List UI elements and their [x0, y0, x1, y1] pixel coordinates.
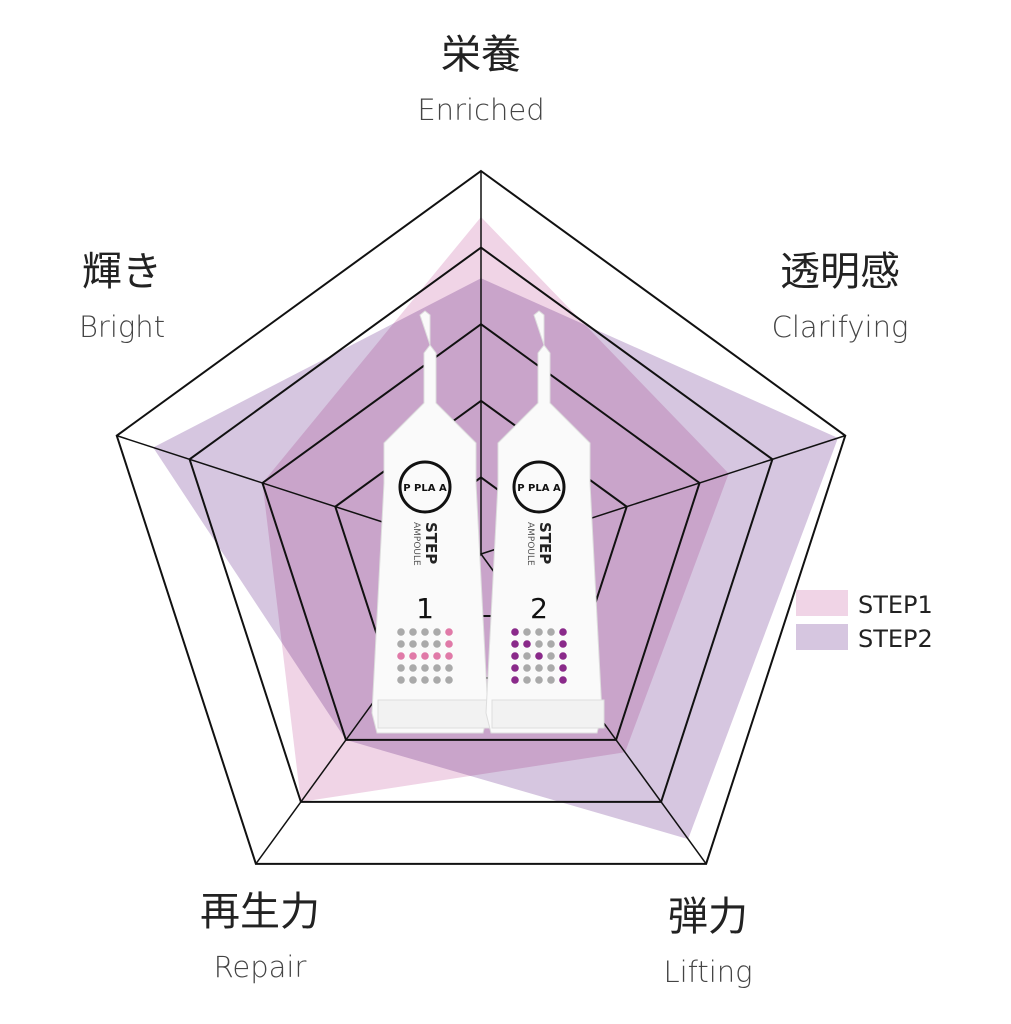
axis-label-en: Bright — [79, 310, 165, 344]
tube-number: 2 — [530, 592, 548, 625]
tube-dot — [445, 640, 453, 648]
tube-dot — [421, 676, 429, 684]
tube-dot — [547, 628, 555, 636]
tube-dot — [511, 628, 519, 636]
tube-dot — [445, 652, 453, 660]
tube-dot — [523, 652, 531, 660]
tube-dot — [421, 664, 429, 672]
axis-label-jp: 輝き — [82, 249, 162, 295]
brand-logo — [398, 460, 452, 514]
tube-dot — [511, 640, 519, 648]
axis-label-jp: 透明感 — [780, 249, 900, 295]
brand-logo — [512, 460, 566, 514]
tube-dot — [523, 628, 531, 636]
tube-dot — [397, 676, 405, 684]
tube-dot — [535, 628, 543, 636]
tube-dot — [547, 676, 555, 684]
brand-text: P PLA A — [403, 483, 447, 494]
tube-dot — [547, 664, 555, 672]
tube-dot — [421, 628, 429, 636]
tube-dot — [511, 652, 519, 660]
tube-dot — [397, 664, 405, 672]
tube-dot — [409, 676, 417, 684]
tube-dot — [511, 676, 519, 684]
tube-dot — [535, 640, 543, 648]
tube-dot — [523, 676, 531, 684]
axis-label-jp: 再生力 — [200, 889, 320, 935]
tube-dot — [511, 664, 519, 672]
tube-dot — [535, 652, 543, 660]
tube-dot — [397, 640, 405, 648]
axis-label-en: Clarifying — [772, 310, 909, 344]
tube-dot — [421, 640, 429, 648]
tube-ampoule-text: AMPOULE — [525, 522, 535, 566]
tube-dot — [433, 664, 441, 672]
axis-label-en: Enriched — [417, 93, 544, 127]
tube-step-text: STEP — [422, 522, 440, 564]
tube-dot — [409, 664, 417, 672]
tube-step-text: STEP — [536, 522, 554, 564]
legend-swatch — [796, 624, 848, 650]
grid-level-3 — [261, 322, 701, 741]
tube-dot — [559, 652, 567, 660]
tube-dot — [421, 652, 429, 660]
tube-dot — [409, 652, 417, 660]
axis-label-en: Lifting — [663, 955, 752, 989]
tube-dot — [547, 640, 555, 648]
tube-dot — [397, 652, 405, 660]
tube-dot — [409, 640, 417, 648]
tube-dot — [397, 628, 405, 636]
legend-swatch — [796, 590, 848, 616]
tube-dot — [445, 628, 453, 636]
legend-label: STEP1 — [858, 591, 933, 619]
tube-ampoule-text: AMPOULE — [411, 522, 421, 566]
tube-dot — [523, 640, 531, 648]
axis-label-en: Repair — [214, 950, 307, 984]
tube-dot — [433, 676, 441, 684]
legend-label: STEP2 — [858, 625, 933, 653]
tube-dot — [445, 664, 453, 672]
tube-dot — [559, 676, 567, 684]
tube-dot — [433, 628, 441, 636]
tube-dot — [433, 652, 441, 660]
tube-dot — [433, 640, 441, 648]
tube-dot — [409, 628, 417, 636]
axis-label-jp: 栄養 — [441, 32, 521, 78]
grid-level-5 — [115, 169, 847, 865]
brand-text: P PLA A — [517, 483, 561, 494]
tube-dot — [535, 676, 543, 684]
tube-dot — [445, 676, 453, 684]
tube-dot — [559, 628, 567, 636]
tube-number: 1 — [416, 592, 434, 625]
tube-dot — [559, 664, 567, 672]
tube-dot — [523, 664, 531, 672]
axis-label-jp: 弾力 — [668, 894, 748, 940]
tube-dot — [559, 640, 567, 648]
tube-dot — [547, 652, 555, 660]
grid-level-4 — [188, 246, 774, 803]
tube-dot — [535, 664, 543, 672]
